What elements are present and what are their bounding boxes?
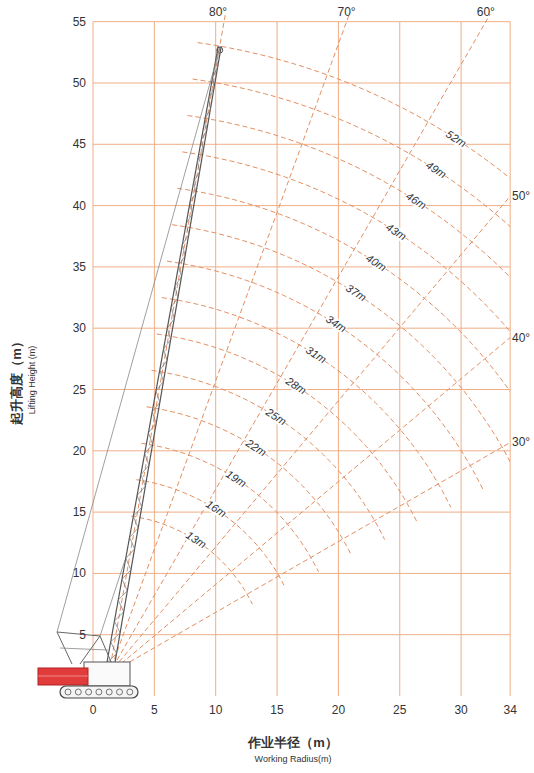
grid-line: [93, 573, 510, 574]
grid-lines: [93, 22, 510, 696]
angle-ray: [109, 122, 510, 674]
grid-line: [215, 22, 216, 696]
boom-length-arc: [193, 79, 510, 411]
height-tick: 25: [73, 384, 86, 396]
height-tick: 5: [79, 629, 86, 641]
angle-ray: [109, 245, 510, 674]
boom-length-label: 25m: [263, 406, 289, 428]
boom-angle-label: 70°: [337, 6, 355, 18]
height-tick: 20: [73, 445, 86, 457]
crane-figure: [38, 46, 223, 698]
grid-line: [93, 205, 510, 206]
gantry-line: [60, 648, 108, 650]
radius-tick: 25: [393, 704, 406, 716]
height-tick: 10: [73, 567, 86, 579]
gantry-line: [57, 632, 100, 636]
grid-line: [277, 22, 278, 696]
radius-tick: 5: [151, 704, 158, 716]
grid-line: [93, 266, 510, 267]
grid-line: [93, 83, 510, 84]
boom-length-arc: [162, 298, 451, 508]
track-roller: [127, 689, 133, 695]
grid-line: [93, 450, 510, 451]
grid-line: [510, 22, 511, 696]
boom-length-arc: [152, 370, 385, 539]
boom-tip-sheave: [217, 47, 223, 53]
boom-length-label: 46m: [404, 190, 430, 212]
upper-body: [84, 662, 130, 686]
grid-line: [93, 328, 510, 329]
track-roller: [117, 689, 123, 695]
height-tick: 50: [73, 77, 86, 89]
grid-line: [399, 22, 400, 696]
boom-length-arc: [198, 43, 510, 395]
boom-length-label: 52m: [444, 128, 470, 150]
boom-angle-label: 40°: [512, 332, 530, 344]
boom-length-arc: [157, 334, 418, 523]
boom-length-label: 34m: [323, 313, 349, 335]
boom-angle-label: 50°: [512, 190, 530, 202]
axis-title: 起升高度（m）: [10, 335, 23, 425]
grid-line: [461, 22, 462, 696]
boom-length-label: 13m: [183, 529, 209, 551]
track-roller: [75, 689, 81, 695]
range-curves: [109, 14, 510, 674]
grid-line: [93, 21, 510, 22]
boom-length-arc: [136, 480, 285, 588]
boom-length-arc: [182, 152, 510, 443]
boom-length-label: 22m: [243, 437, 269, 459]
boom-length-arc: [147, 407, 352, 556]
axis-title: Working Radius(m): [255, 755, 332, 764]
track-roller: [96, 689, 102, 695]
boom-angle-label: 60°: [477, 6, 495, 18]
radius-tick: 20: [332, 704, 345, 716]
axis-title: Lifting Height (m): [28, 346, 37, 415]
boom-length-label: 43m: [383, 221, 409, 243]
boom-length-label: 28m: [283, 375, 309, 397]
counterweight-line: [38, 676, 88, 677]
boom-length-arc: [188, 116, 511, 427]
radius-tick: 30: [454, 704, 467, 716]
boom-length-arc: [167, 261, 484, 491]
radius-tick: 10: [209, 704, 222, 716]
height-tick: 30: [73, 322, 86, 334]
radius-tick: 0: [90, 704, 97, 716]
angle-ray: [109, 14, 510, 674]
boom-length-label: 19m: [223, 468, 249, 490]
angle-ray: [109, 14, 258, 674]
boom-length-arc: [131, 516, 252, 604]
pendant-line: [100, 560, 125, 636]
track-roller: [86, 689, 92, 695]
boom-angle-label: 80°: [209, 6, 227, 18]
boom-length-label: 49m: [424, 159, 450, 181]
radius-tick: 34: [503, 704, 516, 716]
height-tick: 15: [73, 506, 86, 518]
crawler-track: [60, 686, 138, 698]
boom-length-label: 31m: [303, 344, 329, 366]
angle-ray: [109, 17, 510, 674]
angle-ray: [109, 14, 403, 674]
grid-line: [338, 22, 339, 696]
boom-length-label: 40m: [363, 252, 389, 274]
axis-title: 作业半径（m）: [248, 736, 338, 749]
height-tick: 45: [73, 138, 86, 150]
boom-length-arc: [177, 188, 510, 459]
track-roller: [65, 689, 71, 695]
boom-angle-label: 30°: [512, 436, 530, 448]
height-tick: 55: [73, 16, 86, 28]
track-roller: [106, 689, 112, 695]
boom-length-arc: [141, 443, 318, 572]
grid-line: [93, 22, 94, 696]
radius-tick: 15: [270, 704, 283, 716]
boom-lattice: [107, 46, 221, 674]
boom-length-label: 37m: [343, 282, 369, 304]
height-tick: 35: [73, 261, 86, 273]
counterweight: [38, 668, 88, 685]
backstay-line: [57, 48, 220, 632]
height-tick: 40: [73, 200, 86, 212]
